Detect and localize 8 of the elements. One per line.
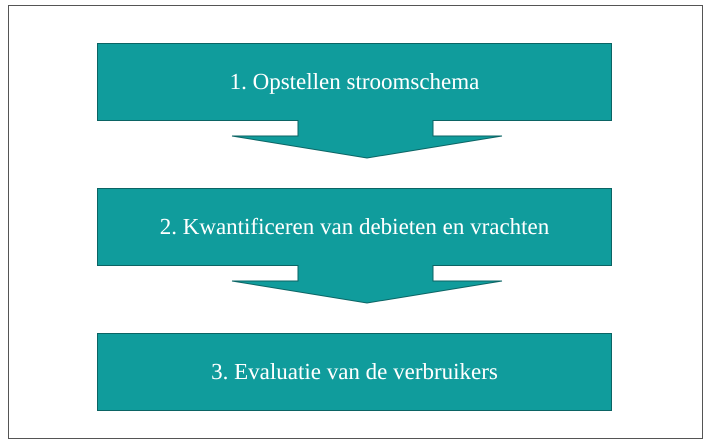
process-box	[97, 43, 612, 121]
step-label: 1. Opstellen stroomschema	[230, 69, 480, 95]
process-box	[97, 333, 612, 411]
step-label: 2. Kwantificeren van debieten en vrachten	[160, 214, 550, 240]
step-label: 3. Evaluatie van de verbruikers	[211, 359, 498, 385]
block-arrow	[232, 264, 502, 304]
process-box	[97, 188, 612, 266]
block-arrow	[232, 120, 502, 158]
